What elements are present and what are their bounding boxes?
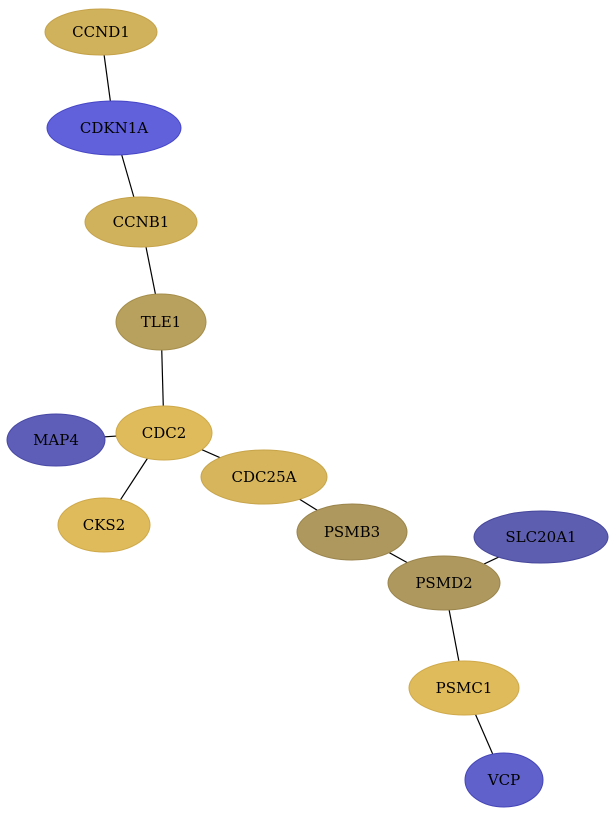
node-label: SLC20A1 (505, 528, 576, 546)
node-label: CKS2 (83, 516, 126, 534)
node-ellipse (464, 752, 544, 808)
node-ccnd1: CCND1 (44, 8, 158, 56)
node-label: CDC2 (142, 424, 187, 442)
node-ellipse (46, 100, 182, 156)
node-label: PSMB3 (324, 523, 380, 541)
node-label: CDKN1A (80, 119, 148, 137)
node-label: CCNB1 (113, 213, 170, 231)
node-tle1: TLE1 (115, 293, 207, 351)
node-cdc2: CDC2 (115, 405, 213, 461)
node-label: PSMD2 (415, 574, 472, 592)
node-ellipse (57, 497, 151, 553)
node-ellipse (296, 503, 408, 561)
node-psmc1: PSMC1 (408, 660, 520, 716)
node-ellipse (387, 555, 501, 611)
node-ellipse (84, 196, 198, 248)
node-label: CCND1 (72, 23, 130, 41)
node-slc20a1: SLC20A1 (473, 510, 609, 564)
node-label: MAP4 (33, 431, 79, 449)
node-vcp: VCP (464, 752, 544, 808)
node-psmd2: PSMD2 (387, 555, 501, 611)
node-label: CDC25A (232, 468, 297, 486)
node-map4: MAP4 (6, 413, 106, 467)
node-ellipse (6, 413, 106, 467)
node-label: TLE1 (141, 313, 181, 331)
node-label: VCP (487, 771, 520, 789)
node-ellipse (408, 660, 520, 716)
node-ellipse (44, 8, 158, 56)
node-ellipse (200, 449, 328, 505)
node-ellipse (115, 405, 213, 461)
node-label: PSMC1 (436, 679, 493, 697)
node-psmb3: PSMB3 (296, 503, 408, 561)
node-cdkn1a: CDKN1A (46, 100, 182, 156)
node-cdc25a: CDC25A (200, 449, 328, 505)
node-ccnb1: CCNB1 (84, 196, 198, 248)
node-ellipse (115, 293, 207, 351)
node-cks2: CKS2 (57, 497, 151, 553)
node-ellipse (473, 510, 609, 564)
